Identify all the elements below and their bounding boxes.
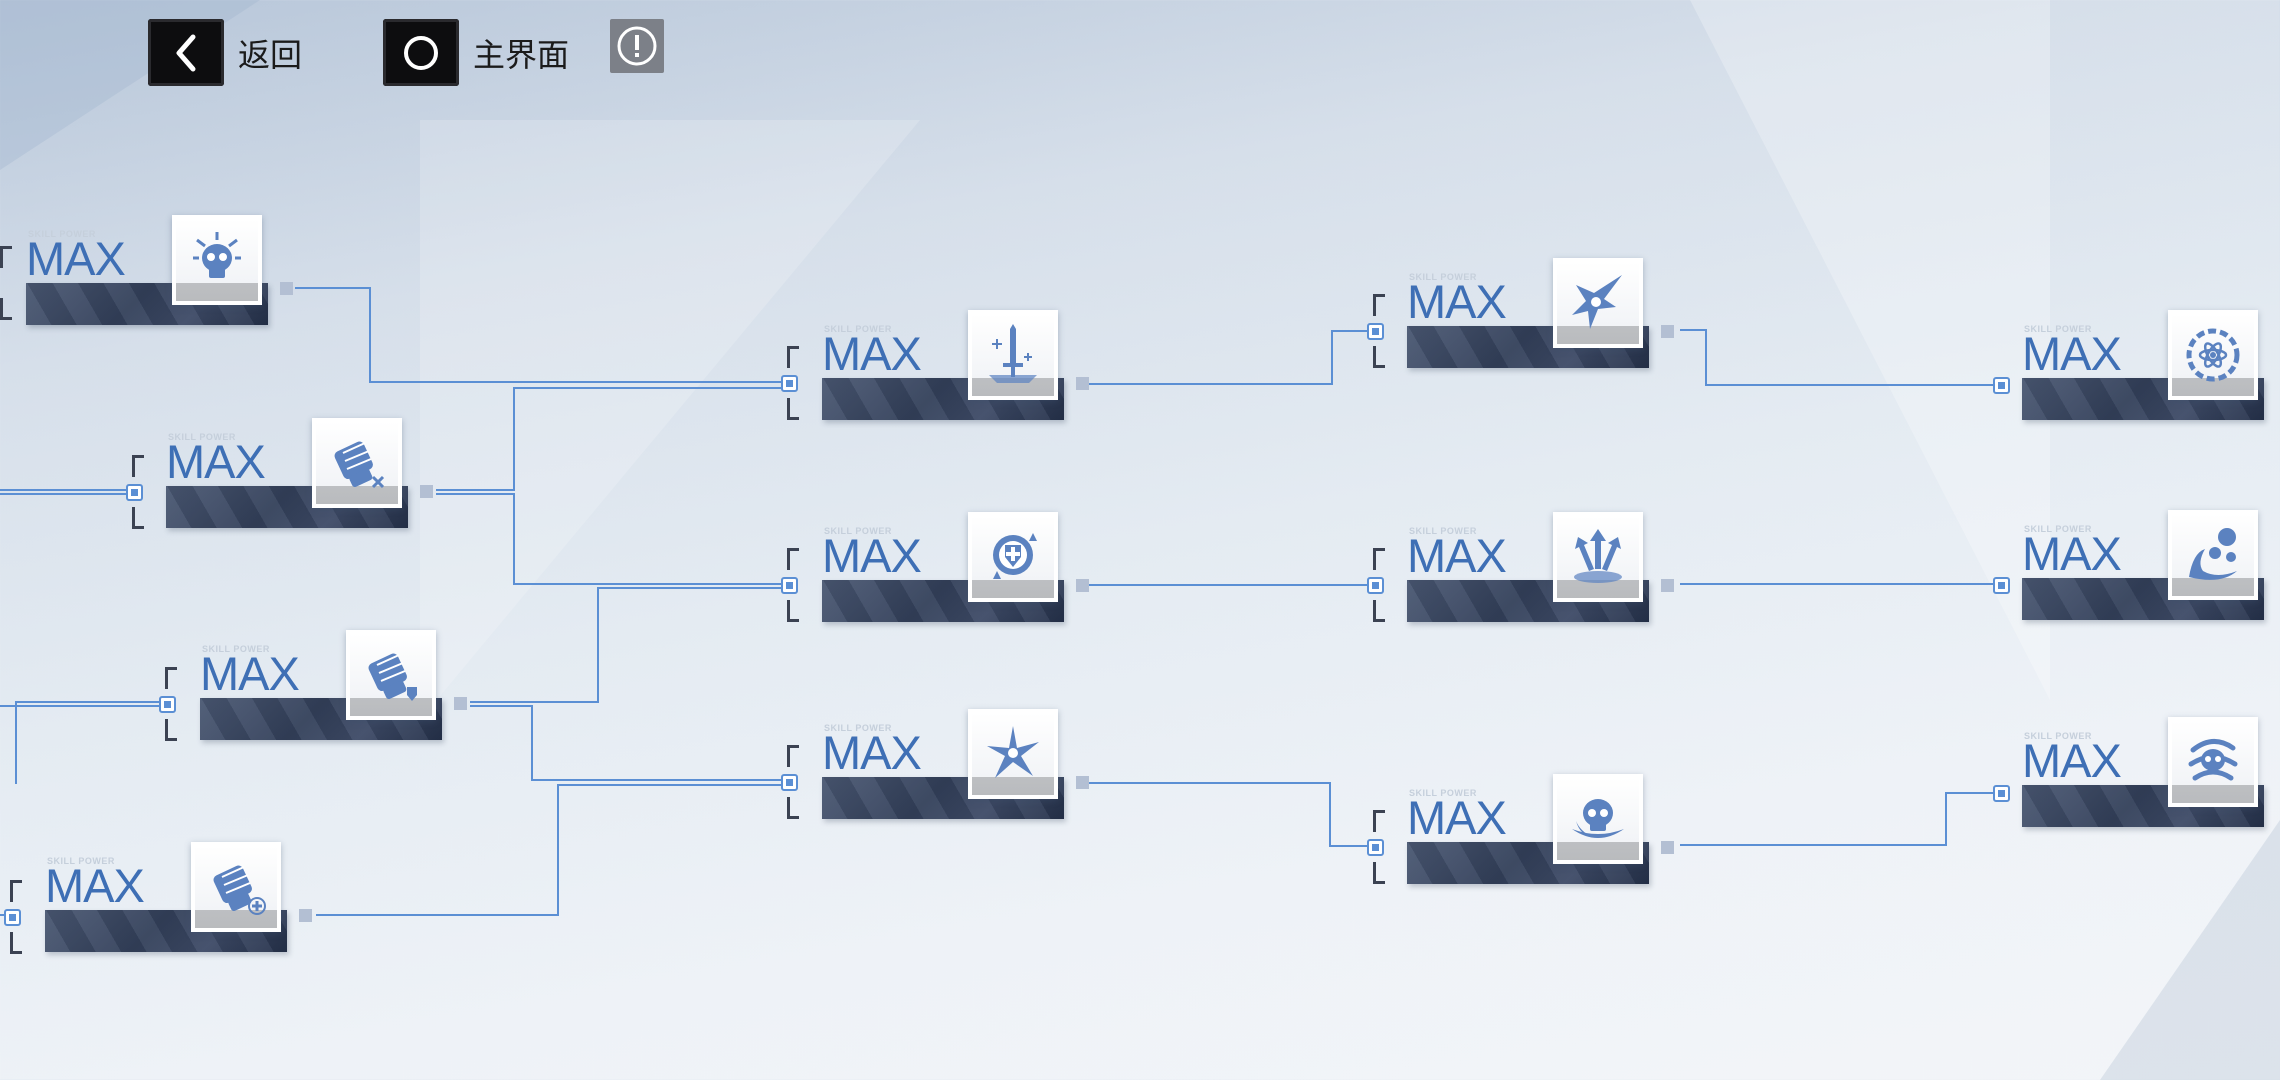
skill-power-label: SKILL POWER bbox=[1409, 526, 1477, 536]
skill-power-label: SKILL POWER bbox=[168, 432, 236, 442]
swirl-icon bbox=[2188, 739, 2238, 781]
skill-level: MAX bbox=[822, 529, 922, 582]
skill-node[interactable]: SKILL POWER MAX bbox=[1407, 774, 1674, 886]
skill-input-port[interactable] bbox=[0, 246, 14, 320]
skill-output-port bbox=[454, 697, 467, 710]
skill-node[interactable]: SKILL POWER MAX bbox=[1407, 258, 1674, 370]
skill-output-port bbox=[1661, 579, 1674, 592]
skill-input-port[interactable] bbox=[781, 346, 801, 420]
skill-power-label: SKILL POWER bbox=[2024, 324, 2092, 334]
skill-power-label: SKILL POWER bbox=[824, 723, 892, 733]
skill-power-label: SKILL POWER bbox=[28, 229, 96, 239]
skill-level: MAX bbox=[822, 327, 922, 380]
skill-power-label: SKILL POWER bbox=[2024, 731, 2092, 741]
skill-node[interactable]: SKILL POWER MAX bbox=[822, 512, 1089, 624]
home-label: 主界面 bbox=[473, 35, 570, 74]
home-button[interactable]: 主界面 bbox=[383, 19, 569, 86]
skill-power-label: SKILL POWER bbox=[1409, 272, 1477, 282]
skill-input-port[interactable] bbox=[159, 667, 179, 741]
shuriken-icon bbox=[987, 726, 1039, 778]
skill-node[interactable]: SKILL POWER MAX bbox=[200, 630, 467, 742]
skill-input-port[interactable] bbox=[781, 548, 801, 622]
skill-level: MAX bbox=[2022, 734, 2122, 787]
skill-level: MAX bbox=[200, 647, 300, 700]
skill-input-port[interactable] bbox=[1993, 756, 2013, 830]
skill-level: MAX bbox=[166, 435, 266, 488]
skill-output-port bbox=[1076, 776, 1089, 789]
star-burst-icon bbox=[1572, 275, 1622, 329]
skill-level: MAX bbox=[26, 232, 126, 285]
back-label: 返回 bbox=[238, 35, 303, 74]
skill-power-label: SKILL POWER bbox=[202, 644, 270, 654]
skill-input-port[interactable] bbox=[781, 745, 801, 819]
fist-plus-icon bbox=[213, 865, 266, 915]
skull-burst-icon bbox=[193, 232, 241, 278]
skill-level: MAX bbox=[1407, 529, 1507, 582]
skill-level: MAX bbox=[1407, 275, 1507, 328]
skill-bar bbox=[166, 486, 408, 528]
skull-vortex-icon bbox=[1572, 799, 1624, 838]
chevron-left-icon bbox=[148, 19, 224, 86]
skill-output-port bbox=[420, 485, 433, 498]
fist-cross-icon bbox=[334, 441, 385, 489]
skill-output-port bbox=[1076, 377, 1089, 390]
sword-sparkle-icon bbox=[989, 324, 1037, 383]
skill-node[interactable]: SKILL POWER MAX bbox=[2022, 310, 2280, 422]
skill-power-label: SKILL POWER bbox=[824, 526, 892, 536]
circle-icon bbox=[383, 19, 459, 86]
skill-level: MAX bbox=[822, 726, 922, 779]
skill-input-port[interactable] bbox=[1993, 348, 2013, 422]
triple-arrow-icon bbox=[1574, 529, 1622, 583]
skill-input-port[interactable] bbox=[4, 880, 24, 954]
back-button[interactable]: 返回 bbox=[148, 19, 302, 86]
skill-node[interactable]: SKILL POWER MAX bbox=[822, 310, 1089, 422]
skill-node[interactable]: SKILL POWER MAX bbox=[45, 842, 312, 954]
skill-power-label: SKILL POWER bbox=[824, 324, 892, 334]
skill-power-label: SKILL POWER bbox=[1409, 788, 1477, 798]
skill-level: MAX bbox=[2022, 527, 2122, 580]
skill-node[interactable]: SKILL POWER MAX bbox=[1407, 512, 1674, 624]
skill-output-port bbox=[299, 909, 312, 922]
exclamation-circle-icon bbox=[617, 26, 657, 66]
fist-shield-icon bbox=[368, 653, 417, 701]
orb-splash-icon bbox=[2189, 528, 2237, 580]
skill-power-label: SKILL POWER bbox=[47, 856, 115, 866]
skill-input-port[interactable] bbox=[126, 455, 146, 529]
skill-output-port bbox=[1076, 579, 1089, 592]
skill-level: MAX bbox=[45, 859, 145, 912]
skill-level: MAX bbox=[1407, 791, 1507, 844]
skill-node[interactable]: SKILL POWER MAX bbox=[2022, 717, 2280, 829]
skill-input-port[interactable] bbox=[1367, 810, 1387, 884]
background-shape bbox=[2100, 820, 2280, 1080]
skill-node[interactable]: SKILL POWER MAX bbox=[2022, 510, 2280, 622]
skill-input-port[interactable] bbox=[1367, 294, 1387, 368]
info-button[interactable] bbox=[610, 19, 664, 73]
background-shape bbox=[1690, 0, 2050, 700]
skill-node[interactable]: SKILL POWER MAX bbox=[822, 709, 1089, 821]
skill-node[interactable]: SKILL POWER MAX bbox=[26, 215, 293, 327]
skill-power-label: SKILL POWER bbox=[2024, 524, 2092, 534]
heal-shield-icon bbox=[993, 533, 1037, 579]
skill-node[interactable]: SKILL POWER MAX bbox=[166, 418, 433, 530]
skill-output-port bbox=[280, 282, 293, 295]
skill-output-port bbox=[1661, 325, 1674, 338]
skill-input-port[interactable] bbox=[1993, 548, 2013, 622]
skill-level: MAX bbox=[2022, 327, 2122, 380]
atom-ring-icon bbox=[2186, 328, 2240, 382]
skill-input-port[interactable] bbox=[1367, 548, 1387, 622]
skill-output-port bbox=[1661, 841, 1674, 854]
